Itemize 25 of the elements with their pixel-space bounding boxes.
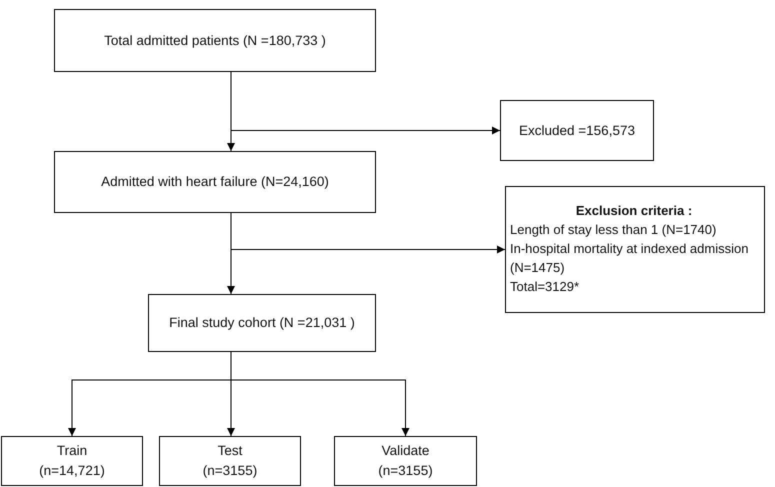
- process-box: [54, 151, 376, 213]
- box-text: Final study cohort (N =21,031 ): [169, 314, 355, 332]
- box-text: Total admitted patients (N =180,733 ): [104, 32, 326, 50]
- box-text: Train: [56, 442, 88, 460]
- process-box: [505, 186, 765, 313]
- arrow: [227, 72, 235, 152]
- box-text: Total=3129*: [510, 278, 580, 296]
- box-text: (n=3155): [202, 462, 258, 480]
- arrow: [230, 352, 410, 436]
- box-text: Test: [218, 442, 242, 460]
- process-box: [1, 436, 143, 486]
- box-text: Excluded =156,573: [519, 122, 635, 140]
- arrow: [227, 212, 235, 294]
- process-box: [148, 294, 376, 352]
- process-box: [159, 436, 301, 486]
- process-box: [334, 436, 477, 486]
- box-text: In-hospital mortality at indexed admission (N=1475): [510, 240, 750, 277]
- box-heading: Exclusion criteria :: [576, 202, 692, 220]
- box-text: (n=3155): [378, 462, 433, 480]
- process-box: [500, 100, 654, 161]
- box-text: Validate: [382, 442, 430, 460]
- box-text: (n=14,721): [39, 462, 105, 480]
- box-text: Length of stay less than 1 (N=1740): [510, 221, 716, 240]
- box-text: Admitted with heart failure (N=24,160): [101, 173, 329, 192]
- process-box: [54, 9, 376, 72]
